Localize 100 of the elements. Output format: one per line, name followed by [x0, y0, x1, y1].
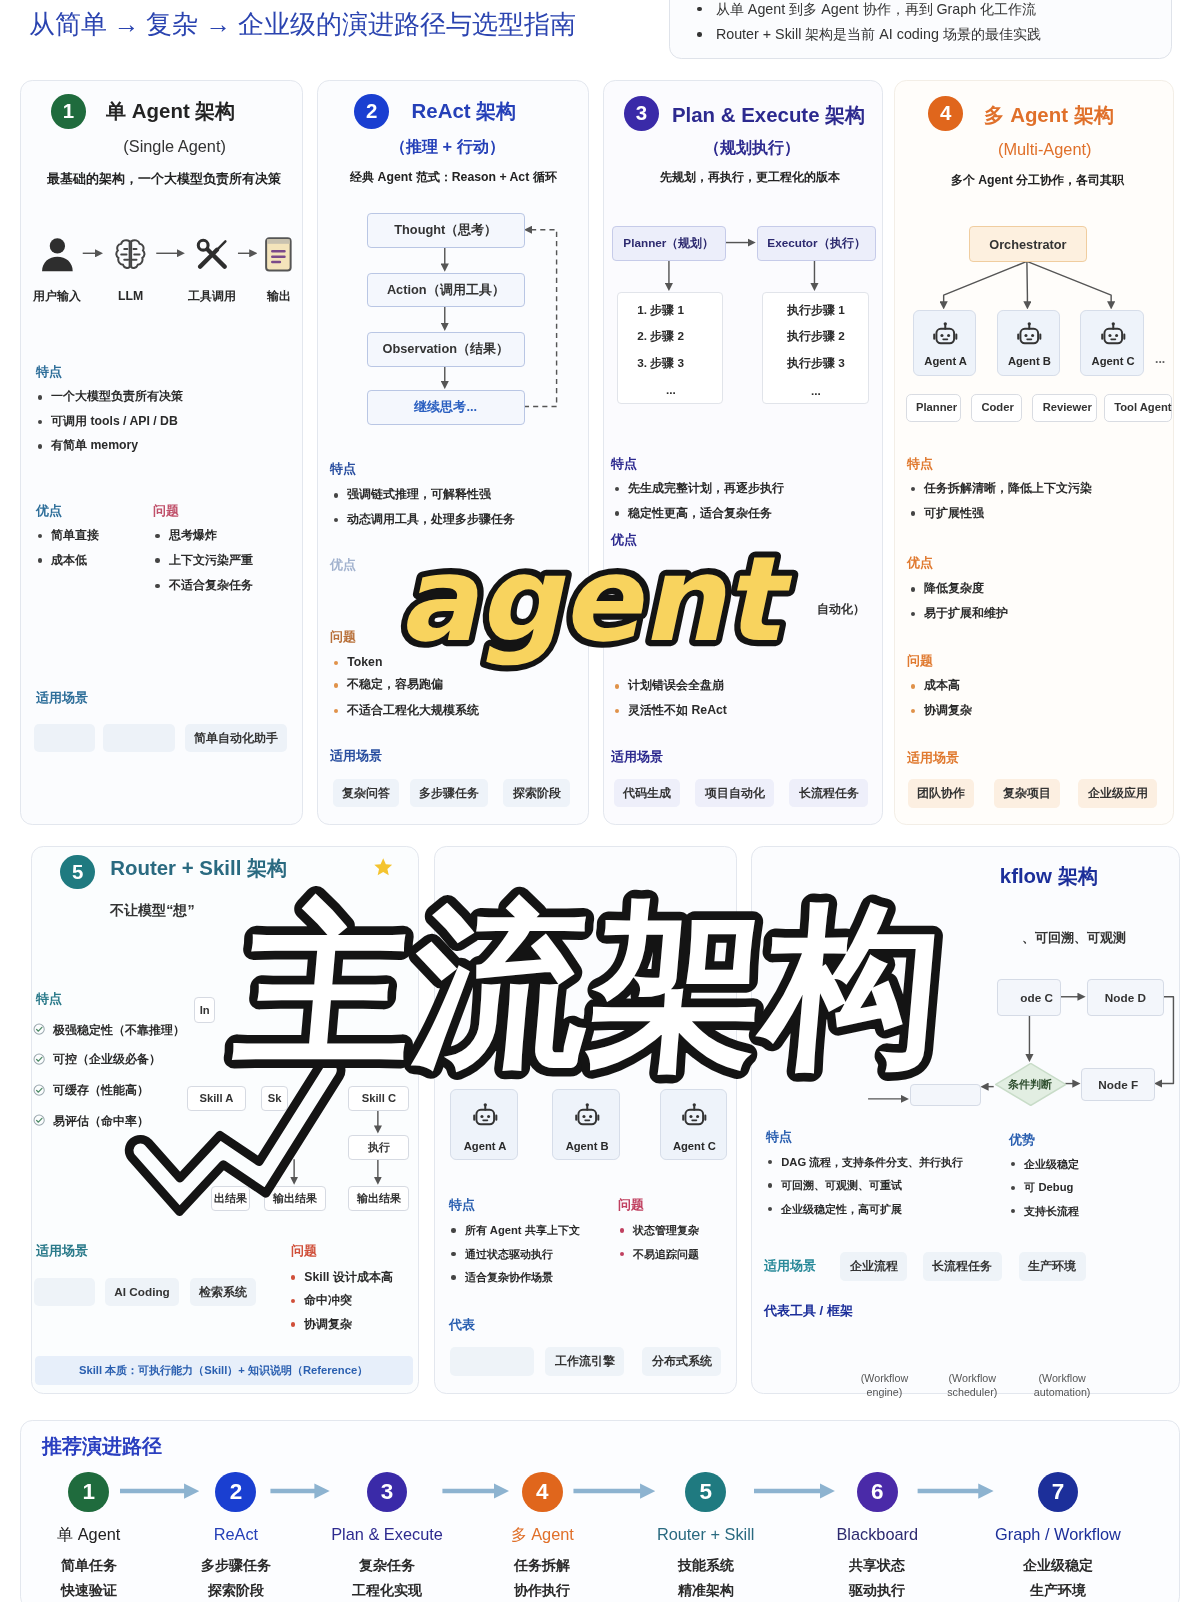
number-circle: 6 — [856, 1471, 898, 1513]
card-title: 单 Agent 架构 — [106, 99, 236, 124]
section-heading: 适用场景 — [906, 749, 959, 767]
list-item: 2. 步骤 2 — [637, 328, 685, 344]
list-item: ... — [666, 382, 676, 398]
process-box: Observation（结果） — [366, 331, 525, 367]
step-description: 企业级稳定 — [1023, 1556, 1093, 1575]
section-heading: 特点 — [35, 363, 62, 381]
step-name: Router + Skill — [656, 1524, 755, 1546]
arrow — [440, 246, 449, 272]
card-panel — [20, 1419, 1180, 1602]
scenario-tag — [33, 1277, 95, 1307]
arrow — [1026, 260, 1116, 310]
list-item: 执行步骤 1 — [787, 301, 845, 317]
number-circle: 4 — [521, 1471, 563, 1513]
process-box: 继续思考... — [366, 390, 525, 425]
step-name: 多 Agent — [510, 1524, 574, 1546]
step-description: 探索阶段 — [207, 1580, 264, 1600]
step-list — [616, 292, 723, 405]
bullet-text: 可控（企业级必备） — [53, 1051, 162, 1067]
arrow — [980, 1082, 995, 1091]
step-name: ReAct — [213, 1524, 259, 1546]
process-box: Skill C — [348, 1085, 410, 1112]
bullet-text: 一个大模型负责所有决策 — [51, 389, 184, 406]
step-description: 协作执行 — [514, 1580, 571, 1600]
icon-label: 输出 — [266, 289, 291, 306]
section-heading: 问题 — [329, 627, 356, 645]
list-item: 执行步骤 3 — [787, 354, 845, 371]
scenario-tag: 工作流引擎 — [545, 1347, 624, 1376]
bullet-text: 计划错误会全盘崩 — [628, 678, 725, 695]
section-heading: 适用场景 — [329, 747, 382, 765]
scenario-tag: 多步骤任务 — [409, 779, 488, 807]
step-description: 共享状态 — [849, 1556, 906, 1575]
bullet-text: 命中冲突 — [304, 1293, 353, 1310]
arrow — [442, 1483, 510, 1499]
scenario-tag: 探索阶段 — [503, 779, 570, 807]
bullet-text: 支持长流程 — [1024, 1203, 1080, 1219]
card-panel — [20, 79, 304, 826]
scenario-tag: 复杂项目 — [993, 779, 1061, 808]
decision-diamond: 条件判断 — [994, 1063, 1067, 1106]
caption-text: (Workflow automation) — [1032, 1371, 1092, 1400]
step-description: 任务拆解 — [514, 1556, 571, 1575]
process-box: 执行 — [348, 1134, 410, 1161]
number-circle: 5 — [60, 854, 95, 890]
section-heading: 优势 — [1009, 1131, 1035, 1149]
section-heading: 适用场景 — [35, 688, 88, 707]
bullet-text: 不适合工程化大规模系统 — [347, 702, 480, 719]
bullet-text: Skill 设计成本高 — [304, 1269, 393, 1286]
arrow — [1154, 996, 1175, 1088]
arrow — [270, 1483, 330, 1499]
step-description: 生产环境 — [1030, 1580, 1086, 1600]
step-description: 技能系统 — [677, 1556, 734, 1575]
bullet-text: 不易追踪问题 — [633, 1246, 700, 1262]
card-title: 多 Agent 架构 — [984, 103, 1114, 129]
arrow — [120, 1483, 200, 1499]
agent-label: Agent C — [672, 1138, 716, 1154]
card-description: 多个 Agent 分工协作，各司其职 — [950, 172, 1125, 189]
bullet-text: 动态调用工具，处理多步骤任务 — [347, 511, 516, 528]
bullet-text: 协调复杂 — [304, 1316, 353, 1333]
list-item: 执行步骤 2 — [787, 328, 845, 344]
scenario-tag: 团队协作 — [907, 779, 975, 808]
bullet-text: 协调复杂 — [924, 702, 973, 719]
caption-text: (Workflow scheduler) — [946, 1371, 999, 1400]
scenario-tag: 项目自动化 — [695, 779, 774, 807]
role-tag: Reviewer — [1032, 394, 1097, 422]
agent-box — [1080, 310, 1144, 376]
step-description: 多步骤任务 — [200, 1556, 271, 1575]
step-list — [761, 292, 870, 405]
arrow — [373, 1109, 382, 1134]
scenario-tag: 检索系统 — [189, 1277, 257, 1307]
list-item: 1. 步骤 1 — [637, 301, 685, 317]
process-box: In — [194, 996, 216, 1024]
number-circle: 3 — [623, 95, 659, 131]
arrow — [867, 1094, 909, 1103]
role-tag: Planner — [905, 394, 961, 422]
arrow — [1023, 260, 1032, 310]
bullet-text: 极强稳定性（不靠推理） — [53, 1021, 186, 1038]
section-heading: 特点 — [329, 460, 356, 478]
scenario-tag: 长流程任务 — [923, 1252, 1002, 1281]
arrow — [373, 1158, 382, 1185]
number-circle: 5 — [685, 1471, 727, 1513]
section-heading: 特点 — [610, 455, 637, 473]
arrow — [573, 1483, 656, 1499]
bullet-text: 企业级稳定性，高可扩展 — [781, 1201, 903, 1217]
agent-label: Agent B — [565, 1138, 609, 1154]
section-heading: 代表工具 / 框架 — [763, 1301, 853, 1319]
bullet-text: 可扩展性强 — [924, 505, 985, 522]
card-description: 先规划，再执行，更工程化的版本 — [659, 169, 840, 186]
scenario-tag: 复杂问答 — [332, 779, 400, 807]
step-name: Blackboard — [836, 1524, 919, 1546]
step-description: 复杂任务 — [359, 1556, 415, 1575]
process-box: Orchestrator — [969, 225, 1087, 263]
card-title: Router + Skill 架构 — [110, 855, 287, 881]
card-description: 经典 Agent 范式：Reason + Act 循环 — [350, 169, 557, 186]
number-circle: 2 — [354, 93, 390, 129]
card-title: ReAct 架构 — [411, 99, 517, 124]
scenario-tag: 分布式系统 — [642, 1347, 721, 1376]
step-description: 快速验证 — [60, 1580, 117, 1600]
number-circle: 7 — [1037, 1471, 1079, 1513]
list-item: 3. 步骤 3 — [637, 354, 685, 371]
